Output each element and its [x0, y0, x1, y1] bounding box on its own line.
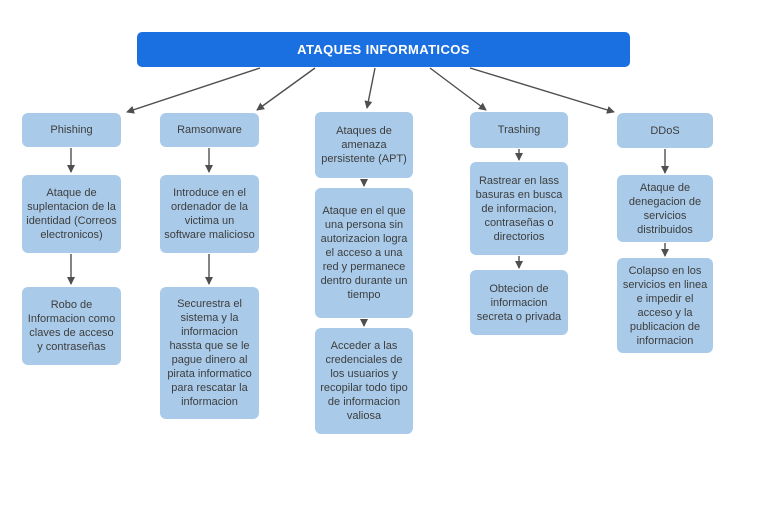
- arrow-root-apt: [364, 67, 376, 109]
- arrow-root-ramsonware: [256, 67, 316, 111]
- child-node: Ataque de denegacion de servicios distri…: [617, 175, 713, 242]
- child-node: Robo de Informacion como claves de acces…: [22, 287, 121, 365]
- arrow-root-phishing: [126, 67, 261, 114]
- branch-node-trashing: Trashing: [470, 112, 568, 148]
- child-node: Securestra el sistema y la informacion h…: [160, 287, 259, 419]
- branch-node-apt: Ataques de amenaza persistente (APT): [315, 112, 413, 178]
- root-node-title: ATAQUES INFORMATICOS: [137, 32, 630, 67]
- child-node: Obtecion de informacion secreta o privad…: [470, 270, 568, 335]
- branch-node-phishing: Phishing: [22, 113, 121, 147]
- branch-node-ddos: DDoS: [617, 113, 713, 148]
- child-node: Ataque de suplentacion de la identidad (…: [22, 175, 121, 253]
- arrow-root-ddos: [469, 67, 615, 114]
- child-node: Rastrear en lass basuras en busca de inf…: [470, 162, 568, 255]
- child-node: Ataque en el que una persona sin autoriz…: [315, 188, 413, 318]
- branch-node-ramsonware: Ramsonware: [160, 113, 259, 147]
- child-node: Acceder a las credenciales de los usuari…: [315, 328, 413, 434]
- child-node: Introduce en el ordenador de la victima …: [160, 175, 259, 253]
- arrow-root-trashing: [429, 67, 487, 111]
- child-node: Colapso en los servicios en linea e impe…: [617, 258, 713, 353]
